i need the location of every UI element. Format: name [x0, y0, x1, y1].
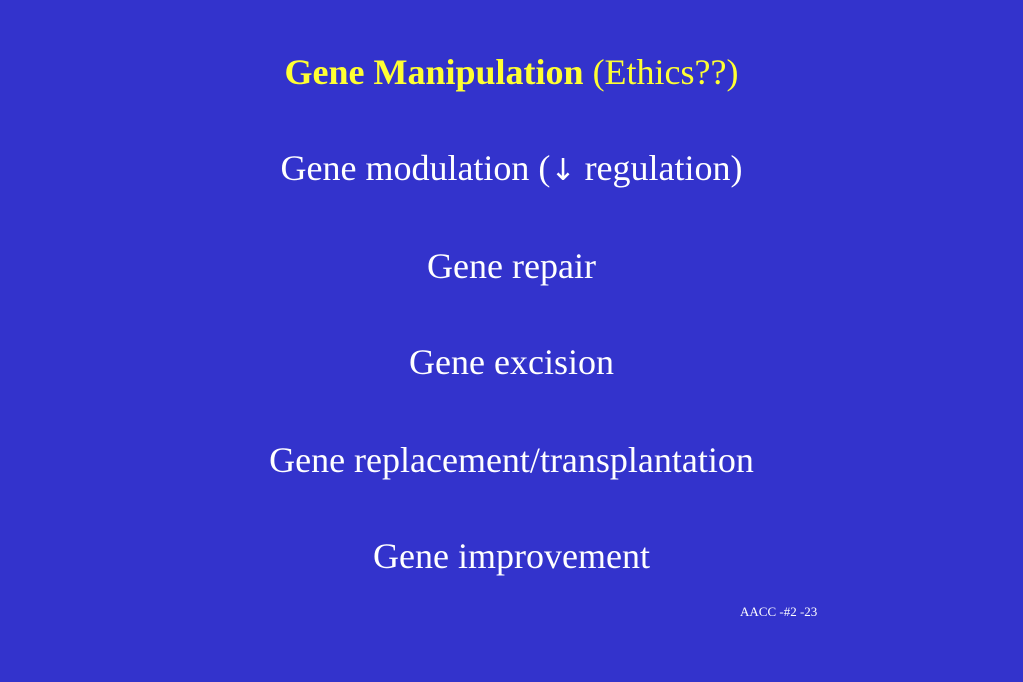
bullet-text-pre: Gene modulation ( — [280, 148, 551, 188]
bullet-text-post: regulation) — [575, 148, 743, 188]
bullet-gene-improvement: Gene improvement — [373, 536, 650, 576]
title-rest-text: (Ethics??) — [592, 52, 739, 92]
bullet-gene-repair: Gene repair — [427, 246, 596, 286]
slide-title: Gene Manipulation (Ethics??) — [0, 52, 1023, 92]
title-bold-text: Gene Manipulation — [284, 52, 584, 92]
bullet-gene-modulation: Gene modulation (↓ regulation) — [0, 148, 1023, 191]
bullet-gene-excision: Gene excision — [409, 342, 614, 382]
slide-footer: AACC -#2 -23 — [740, 604, 818, 619]
down-arrow-icon: ↓ — [550, 153, 576, 188]
bullet-gene-replacement: Gene replacement/transplantation — [269, 440, 754, 480]
